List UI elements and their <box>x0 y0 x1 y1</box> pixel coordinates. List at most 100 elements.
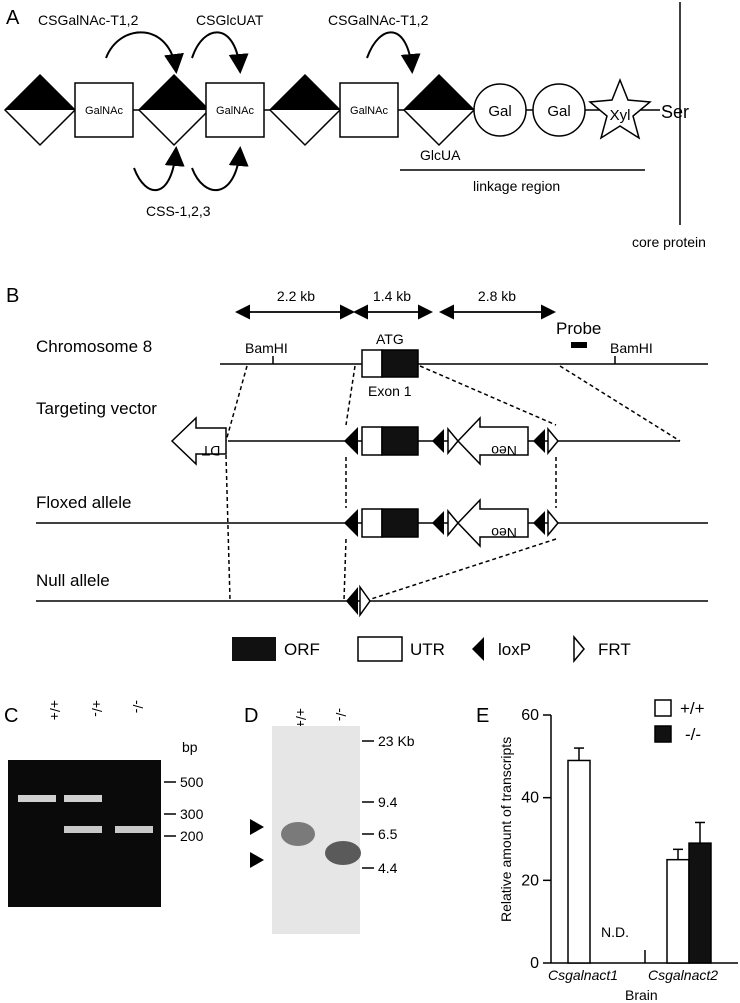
glcua-diamond-2 <box>137 73 211 147</box>
chart-ytick-label-0: 0 <box>530 955 539 972</box>
row-label-targeting-vector: Targeting vector <box>36 399 157 418</box>
enzyme-label-galnact-1: CSGalNAc-T1,2 <box>38 12 139 28</box>
row-label-floxed-allele: Floxed allele <box>36 493 131 512</box>
bar-0-0 <box>567 759 591 964</box>
exon-label: Exon 1 <box>368 383 412 399</box>
dash-connector-4 <box>559 365 681 442</box>
blot-lane-label-1: +/+ <box>293 708 309 728</box>
galnac-square-2 <box>205 82 265 138</box>
gal-circle-2 <box>532 83 586 137</box>
loxp-floxed-2 <box>432 511 444 535</box>
distance-label-1: 2.2 kb <box>277 288 315 304</box>
chart-ytick-label-3: 60 <box>521 707 539 724</box>
loxp-vector-2 <box>432 429 444 453</box>
legend-loxp-label: loxP <box>498 640 531 659</box>
gel-image <box>8 760 161 907</box>
curved-arrow-bottom-1 <box>133 146 185 192</box>
gal-label-1: Gal <box>488 103 511 120</box>
xyl-star <box>588 77 652 140</box>
glcua-diamond-3 <box>268 73 342 147</box>
galnac-label-1: GalNAc <box>85 105 123 117</box>
atg-label: ATG <box>376 331 404 347</box>
curved-arrow-top-1 <box>105 31 184 74</box>
dash-connector-5 <box>225 454 231 601</box>
curved-arrow-top-2 <box>191 31 249 74</box>
dash-connector-8 <box>343 538 347 601</box>
neo-cassette-arrow <box>456 416 529 466</box>
chart-category-2: Csgalnact2 <box>648 967 718 983</box>
panel-e-letter: E <box>476 705 489 727</box>
gel-band-wt-500 <box>18 795 56 802</box>
exon-utr-vector <box>361 426 383 456</box>
exon-orf-floxed <box>381 508 419 538</box>
blot-lane-label-2: -/- <box>333 708 349 722</box>
gel-lane-label-3: -/- <box>130 700 146 714</box>
blot-marker-6-5: 6.5 <box>378 826 398 842</box>
blot-arrowhead-lower <box>250 852 264 868</box>
legend-ko-swatch <box>654 725 672 743</box>
loxp-floxed-3 <box>533 511 545 535</box>
legend-loxp-swatch <box>472 637 484 661</box>
gel-band-het-500 <box>64 795 102 802</box>
gel-band-ko-250 <box>115 826 153 833</box>
panel-c-letter: C <box>4 705 18 727</box>
panel-a-letter: A <box>6 7 20 29</box>
loxp-null <box>346 587 358 615</box>
bar-1-0 <box>666 858 690 964</box>
blot-marker-4-4: 4.4 <box>378 860 398 876</box>
frt-vector-1 <box>447 426 459 456</box>
curved-arrow-top-3 <box>366 31 421 74</box>
bar-1-1 <box>688 842 712 964</box>
chart-ytick-label-1: 20 <box>521 872 539 889</box>
blot-band-ko <box>325 841 361 865</box>
blot-marker-9-4: 9.4 <box>378 794 398 810</box>
gel-lane-label-1: +/+ <box>47 700 63 720</box>
frt-null <box>359 584 371 618</box>
row-label-chromosome: Chromosome 8 <box>36 337 152 356</box>
exon-orf-vector <box>381 426 419 456</box>
exon-utr-chrom <box>361 349 383 378</box>
probe-label: Probe <box>556 319 601 338</box>
loxp-vector-1 <box>344 427 358 455</box>
row-label-null-allele: Null allele <box>36 571 110 590</box>
frt-vector-2 <box>547 426 559 456</box>
gel-lane-label-2: +/- <box>89 700 105 717</box>
enzyme-label-glcuat: CSGlcUAT <box>196 12 264 28</box>
frt-floxed-2 <box>547 508 559 538</box>
blot-marker-23: 23 Kb <box>378 733 415 749</box>
gel-marker-300: 300 <box>180 806 204 822</box>
frt-floxed-1 <box>447 508 459 538</box>
legend-frt-label: FRT <box>598 640 631 659</box>
legend-wt-swatch <box>654 699 672 717</box>
glcua-diamond-1 <box>3 73 77 147</box>
dash-connector-3 <box>419 365 557 426</box>
distance-label-2: 1.4 kb <box>373 288 411 304</box>
curved-arrow-bottom-2 <box>191 146 249 192</box>
galnac-label-3: GalNAc <box>350 105 388 117</box>
loxp-floxed-1 <box>344 509 358 537</box>
bamhi-label-1: BamHI <box>245 340 288 356</box>
legend-ko-label: -/- <box>685 725 701 744</box>
ser-label: Ser <box>661 102 689 122</box>
galnac-label-2: GalNAc <box>216 105 254 117</box>
gel-band-het-250 <box>64 826 102 833</box>
legend-utr-swatch <box>357 636 403 662</box>
blot-arrowhead-upper <box>250 819 264 835</box>
galnac-square-1 <box>74 82 134 138</box>
glcua-diamond-4 <box>402 73 476 147</box>
dt-label: DT <box>201 443 220 459</box>
linkage-region-label: linkage region <box>473 178 560 194</box>
galnac-square-3 <box>339 82 399 138</box>
dash-connector-1 <box>225 365 248 442</box>
legend-frt-swatch <box>573 634 585 664</box>
chart-annotation-nd: N.D. <box>601 924 629 940</box>
panel-b-letter: B <box>6 285 19 307</box>
chart-category-1: Csgalnact1 <box>548 967 618 983</box>
neo-cassette-floxed <box>456 498 529 548</box>
neo-label: Neo <box>491 443 517 459</box>
bamhi-label-2: BamHI <box>610 340 653 356</box>
legend-utr-label: UTR <box>410 640 445 659</box>
dash-connector-9 <box>367 538 557 601</box>
